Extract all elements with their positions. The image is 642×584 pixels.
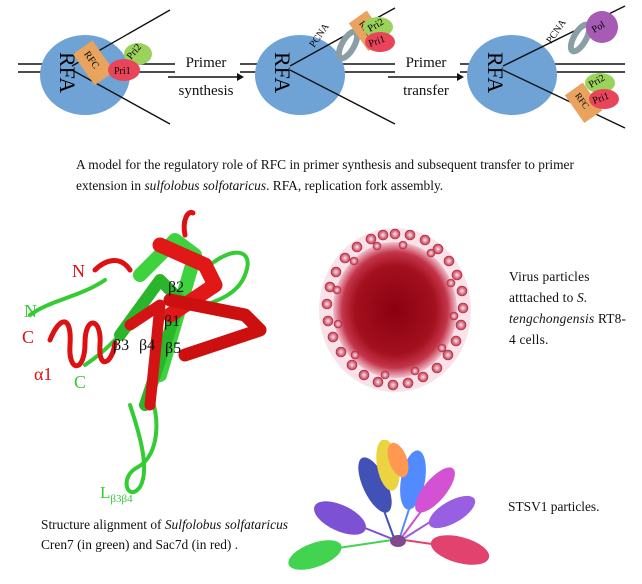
label-beta5: β5 — [165, 340, 181, 357]
pol-shape-3 — [586, 11, 618, 43]
model-caption-species: sulfolobus solfotaricus — [144, 178, 267, 193]
label-beta4: β4 — [139, 337, 155, 354]
label-n-red: N — [72, 261, 85, 281]
structure-caption-end: Cren7 (in green) and Sac7d (in red) . — [41, 537, 239, 552]
pri1-label-2: Pri1 — [367, 34, 386, 50]
loop-main: L — [100, 483, 110, 502]
pri2-shape-1 — [124, 43, 152, 65]
primer-transfer-label: Primer transfer — [386, 55, 466, 99]
stsv1-caption: STSV1 particles. — [508, 499, 600, 514]
rfa-label-1: RFA — [55, 52, 80, 93]
sac7d-helix — [47, 319, 118, 369]
pri1-shape-2 — [365, 32, 395, 52]
virus-caption: Virus particles atttached to S. tengchon… — [509, 266, 629, 350]
model-caption: A model for the regulatory role of RFC i… — [76, 154, 596, 196]
arrow1-line2: synthesis — [178, 83, 234, 99]
arrow2-line1: Primer — [405, 55, 447, 71]
cren7-coil — [28, 278, 107, 317]
particle-violet — [428, 495, 476, 529]
cren7-top-loop — [203, 250, 250, 307]
pri1-shape-3 — [589, 89, 619, 109]
label-beta3: β3 — [113, 337, 129, 354]
pcna-label-3: PCNA — [544, 17, 569, 46]
pri1-shape-1 — [108, 59, 140, 81]
panel-initial: RFA RFC Pri2 Pri1 — [18, 9, 175, 125]
cren7-strand-b — [114, 274, 186, 411]
model-caption-end: . RFA, replication fork assembly. — [266, 178, 444, 193]
label-beta1: β1 — [164, 313, 180, 330]
sac7d-n-term — [92, 258, 133, 273]
label-n-green: N — [24, 301, 37, 321]
rfa-label-3: RFA — [483, 52, 508, 93]
arrow-head-1 — [237, 73, 244, 81]
sac7d-strand-b — [163, 293, 267, 362]
pri1-label-3: Pri1 — [591, 91, 610, 107]
particle-green — [288, 540, 342, 570]
particle-orange — [387, 442, 409, 478]
model-caption-text: A model for the regulatory role of RFC i… — [76, 157, 574, 193]
sac7d-strand-c — [124, 299, 166, 411]
label-beta2: β2 — [168, 279, 184, 296]
panel-primer-synthesis: RFA PCNA RFC Pri2 Pri1 — [240, 7, 396, 125]
arrow-head-2 — [457, 73, 464, 81]
rfc-box-3 — [564, 82, 603, 124]
particle-center — [390, 535, 406, 547]
virus-caption-text: Virus particles atttached to — [509, 269, 590, 305]
structure-caption: Structure alignment of Sulfolobus solfat… — [41, 515, 301, 555]
protein-structure-alignment: N N C C α1 β2 β1 β3 β4 β5 Lβ3β4 — [22, 210, 267, 505]
particle-magenta — [415, 467, 455, 513]
label-c-green: C — [74, 372, 86, 392]
cren7-loop — [124, 393, 159, 495]
particle-darkblue — [358, 457, 392, 513]
sac7d-top-loop — [181, 210, 196, 238]
stsv1-particles-image — [288, 440, 490, 570]
label-loop: Lβ3β4 — [100, 483, 133, 505]
virus-particles-image — [319, 228, 471, 392]
particle-red — [430, 535, 490, 565]
particle-purple — [314, 501, 366, 535]
pri1-label-1: Pri1 — [114, 66, 131, 77]
rfa-label-2: RFA — [270, 52, 295, 93]
pri2-shape-3 — [585, 73, 615, 93]
loop-sub: β3β4 — [110, 493, 133, 505]
structure-caption-species: Sulfolobus solfataricus — [164, 517, 288, 532]
label-c-red: C — [22, 327, 34, 347]
virus-caption-species: S. tengchongensis — [509, 290, 595, 326]
pri2-shape-2 — [363, 17, 393, 37]
primer-synthesis-label: Primer synthesis — [166, 55, 246, 99]
virus-caption-end: RT8-4 cells. — [509, 311, 627, 347]
label-alpha1: α1 — [34, 364, 52, 384]
panel-primer-transfer: RFA PCNA Pol RFC Pri2 Pri1 — [460, 5, 626, 129]
rfc-box-1 — [72, 40, 115, 86]
rfa-ellipse-1 — [40, 35, 130, 115]
structure-caption-text: Structure alignment of — [41, 517, 165, 532]
arrow2-line2: transfer — [403, 83, 449, 99]
replication-model-diagram: RFA RFC Pri2 Pri1 RFA PCNA RFC Pri2 Pri1 — [18, 5, 626, 129]
arrow1-line1: Primer — [185, 55, 227, 71]
